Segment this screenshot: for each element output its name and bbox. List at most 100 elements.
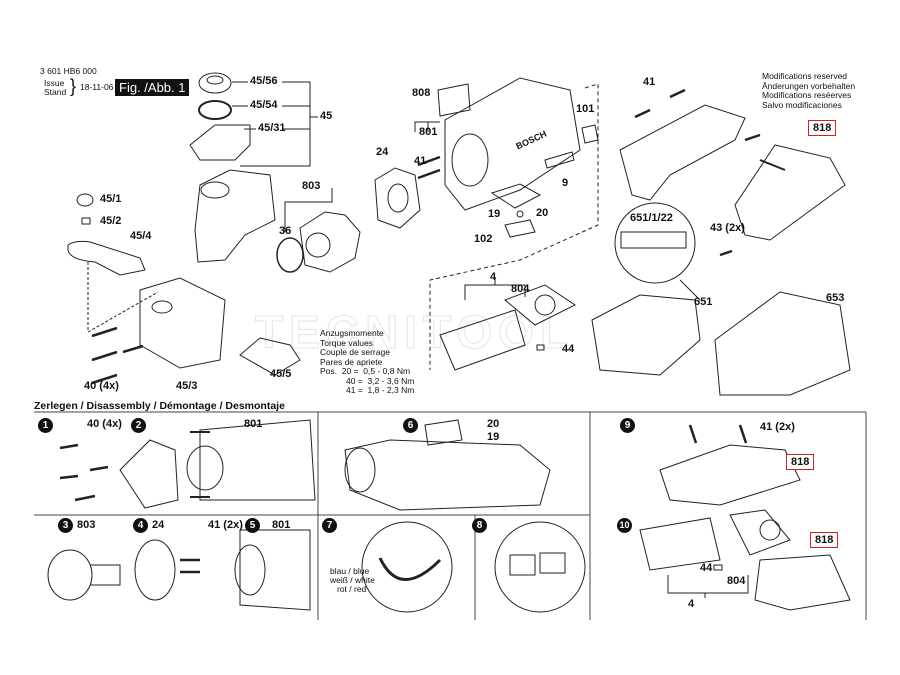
part-number: 3 601 HB6 000 <box>40 66 97 76</box>
part-45-2 <box>81 217 91 225</box>
step-3-badge: 3 <box>58 518 73 533</box>
label-808: 808 <box>412 87 431 99</box>
step-1-label-40: 40 (4x) <box>87 418 122 430</box>
label-803: 803 <box>302 180 321 192</box>
torque-pos: 40 <box>346 375 356 386</box>
label-9: 9 <box>562 177 569 189</box>
step-2-label-801: 801 <box>244 418 263 430</box>
part-44-spring <box>536 344 545 351</box>
part-45-1 <box>76 193 94 207</box>
label-45-31: 45/31 <box>258 122 286 134</box>
step-5-label-801: 801 <box>272 519 291 531</box>
torque-pos: 41 <box>346 385 356 395</box>
part-9-label <box>544 151 575 169</box>
wire-blue-label: blau / blue <box>330 566 370 576</box>
wire-red-label: rot / red <box>337 584 367 594</box>
modifications-notice: Modifications reserved Änderungen vorbeh… <box>762 71 855 110</box>
part-801-housing <box>444 77 581 211</box>
step-9-label-818-highlighted: 818 <box>786 454 815 470</box>
torque-value: 1,8 - 2,3 Nm <box>367 385 415 395</box>
step-6-badge: 6 <box>403 418 418 433</box>
label-43: 43 (2x) <box>710 222 745 234</box>
part-36-oring <box>276 237 304 273</box>
torque-row: 40 = 3,2 - 3,6 Nm <box>346 375 415 386</box>
label-45-3: 45/3 <box>176 380 198 392</box>
step-10-label-818-highlighted: 818 <box>810 532 839 548</box>
label-24: 24 <box>376 146 389 158</box>
stand-label: Stand <box>44 87 67 97</box>
step-5-label-41: 41 (2x) <box>208 519 243 531</box>
callout-651-1-22 <box>614 202 696 284</box>
step-9-badge: 9 <box>620 418 635 433</box>
step-1-badge: 1 <box>38 418 53 433</box>
part-24-cover <box>374 167 421 229</box>
label-653: 653 <box>826 292 845 304</box>
label-101: 101 <box>576 103 595 115</box>
figure-label: Fig. /Abb. 1 <box>115 79 190 96</box>
disassembly-title: Zerlegen / Disassembly / Démontage / Des… <box>34 400 285 412</box>
disassembly-grid <box>34 411 867 620</box>
step-3-label-803: 803 <box>77 519 96 531</box>
label-44: 44 <box>562 343 575 355</box>
part-803-armature <box>299 211 361 273</box>
label-19: 19 <box>488 208 501 220</box>
label-102: 102 <box>474 233 493 245</box>
step-5-badge: 5 <box>245 518 260 533</box>
label-818-highlighted: 818 <box>808 120 837 136</box>
step-6-label-20: 20 <box>487 418 500 430</box>
mod-line-es: Salvo modificaciones <box>762 99 842 110</box>
step-6-label-19: 19 <box>487 431 500 443</box>
issue-date: 18-11-06 <box>80 82 114 92</box>
label-801: 801 <box>419 126 438 138</box>
step-10-label-4: 4 <box>688 598 695 610</box>
torque-title-en: Torque values <box>320 337 373 348</box>
torque-value: 0,5 - 0,8 Nm <box>363 366 411 376</box>
bracket-45 <box>240 81 318 167</box>
label-4: 4 <box>490 271 497 283</box>
label-651: 651 <box>694 296 713 308</box>
torque-values: Anzugsmomente Torque values Couple de se… <box>320 328 415 396</box>
step-4-badge: 4 <box>133 518 148 533</box>
label-45-5: 45/5 <box>270 368 292 380</box>
wire-white-label: weiß / white <box>330 575 375 585</box>
torque-value: 3,2 - 3,6 Nm <box>367 375 415 386</box>
part-19-cover <box>490 183 542 209</box>
part-45-56-cap <box>198 72 232 94</box>
step-8-badge: 8 <box>472 518 487 533</box>
part-653-charger <box>714 291 851 396</box>
torque-pos: 20 <box>341 366 352 376</box>
label-41: 41 <box>414 155 427 167</box>
issue-label: Issue <box>44 78 65 88</box>
part-45-54-ring <box>198 100 232 120</box>
label-45-54: 45/54 <box>250 99 278 111</box>
torque-title-de: Anzugsmomente <box>320 328 384 338</box>
label-41-top: 41 <box>643 76 656 88</box>
label-651-1-22: 651/1/22 <box>630 212 673 224</box>
step-4-label-24: 24 <box>152 519 165 531</box>
label-45-2: 45/2 <box>100 215 122 227</box>
screws-41 <box>417 155 441 180</box>
part-4-electronics <box>439 309 526 371</box>
torque-row: Pos. 20 = 0,5 - 0,8 Nm <box>320 366 411 376</box>
label-20: 20 <box>536 207 549 219</box>
pos-label: Pos. <box>320 366 338 376</box>
part-43-pin <box>719 249 733 257</box>
part-gearhead <box>194 169 276 263</box>
label-36: 36 <box>279 225 292 237</box>
screws-40 <box>91 326 144 385</box>
label-45-1: 45/1 <box>100 193 122 205</box>
label-804: 804 <box>511 283 530 295</box>
mod-line-fr: Modifications reséerves <box>762 90 852 100</box>
part-45-5 <box>239 337 301 376</box>
label-45-4: 45/4 <box>130 230 152 242</box>
label-45-56: 45/56 <box>250 75 278 87</box>
part-101-label <box>581 124 599 144</box>
part-102-label <box>504 219 536 238</box>
label-40: 40 (4x) <box>84 380 119 392</box>
step-7-badge: 7 <box>322 518 337 533</box>
torque-title-es: Pares de apriete <box>320 356 383 367</box>
step-9-label-41: 41 (2x) <box>760 421 795 433</box>
step-10-label-44: 44 <box>700 562 713 574</box>
part-808-label <box>437 83 471 117</box>
